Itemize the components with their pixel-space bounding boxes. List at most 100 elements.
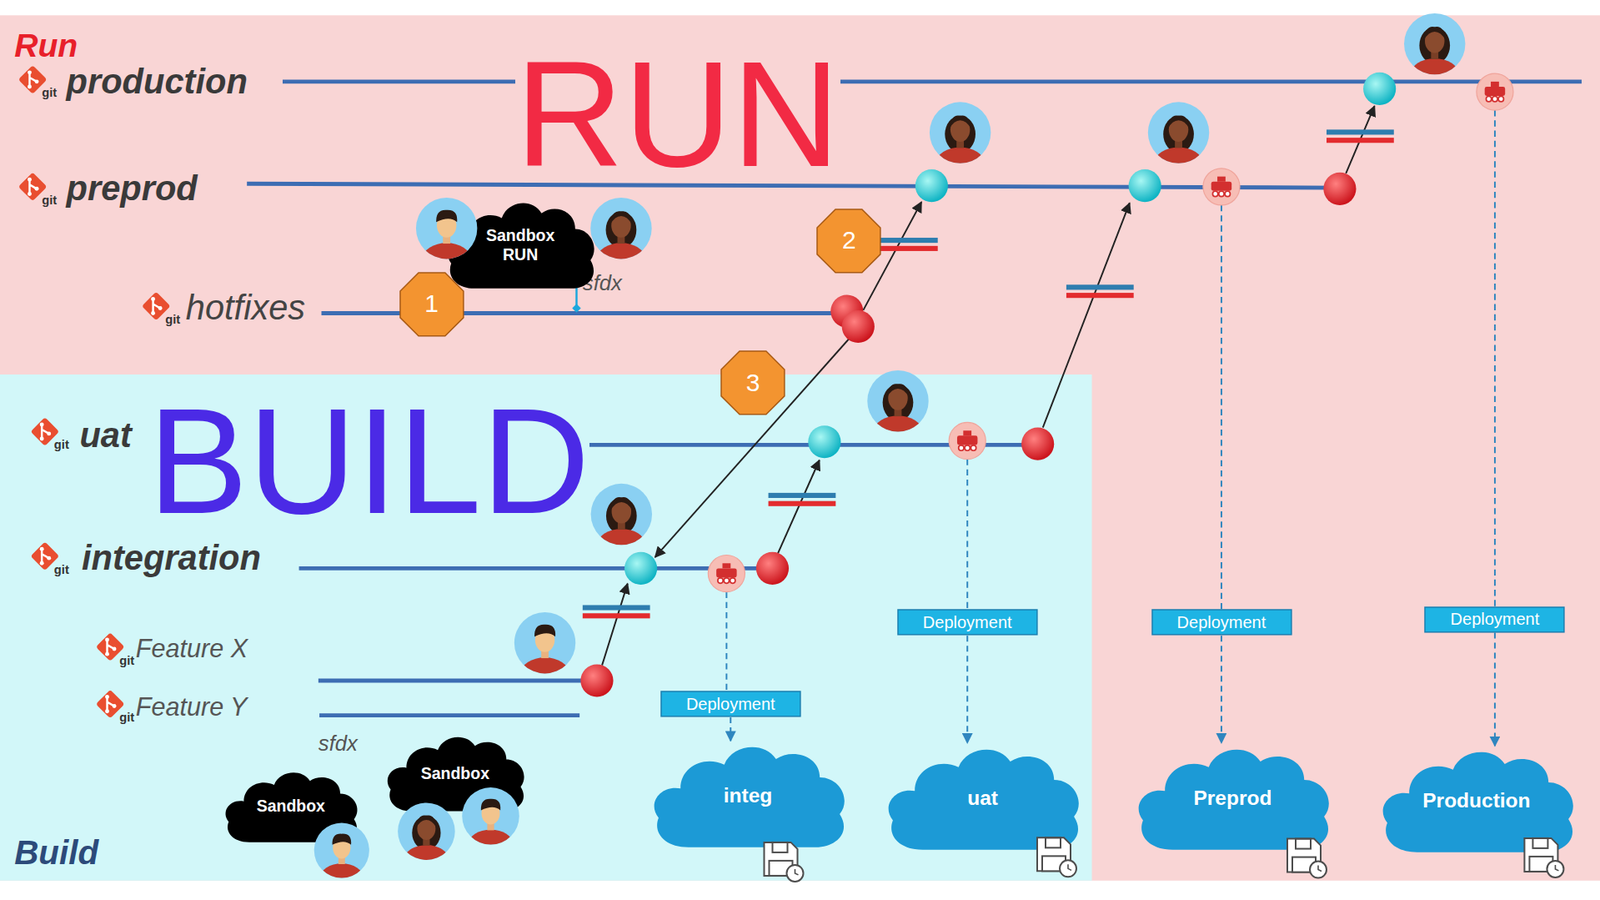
git-glyph-dot [40,436,45,442]
floppy-shutter [772,842,788,853]
ci-robot-icon [1476,73,1514,111]
merge-bar [582,612,651,618]
robot-wheel [958,445,964,451]
hair [1163,115,1194,153]
merge-commit-dot [624,551,658,585]
branch-label: Feature X [135,633,248,663]
merge-commit-dot [915,169,948,202]
robot-wheel [1224,190,1230,196]
git-glyph-dot [40,421,45,427]
merge-bar [1066,292,1134,298]
git-glyph-dot [105,708,110,713]
branch-line [246,183,1337,188]
environment-cloud: integ [648,740,848,851]
deployment-arrow [729,717,732,741]
robot-wheel [717,577,723,583]
avatar-figure [404,815,449,874]
branch-label: integration [81,537,261,578]
sandbox-cloud: Sandbox RUN [443,197,597,292]
node-text: Sandbox [256,796,326,815]
commit-dot [1021,427,1054,461]
fringe [948,115,971,130]
robot-body [1484,86,1505,96]
node-text: 2 [842,225,857,256]
branch-label: sfdx [318,731,358,757]
box-outline [1152,609,1292,635]
robot-head [1490,81,1500,87]
avatar-figure [936,115,984,179]
merge-bar [582,604,651,610]
clock-hands [794,868,798,875]
hair [481,798,501,811]
callout-number: 1 [400,272,464,337]
person-avatar [397,802,456,874]
ci-robot-icon [707,555,745,592]
box-outline [897,609,1038,635]
deployment-arrow [1220,635,1223,743]
git-glyph-dot [27,177,32,182]
git-glyph-dot [158,305,163,311]
robot-body [957,435,978,445]
fringe [887,383,909,397]
sandbox-cloud: Sandbox [383,732,527,814]
fringe [1424,26,1446,41]
git-branch-glyph [107,639,116,654]
robot-wheel [730,577,736,583]
avatar-figure [320,832,364,891]
merge-request-icon [768,492,837,507]
person-avatar [591,483,653,560]
clock-face [1546,860,1564,878]
git-glyph-dot [46,431,51,436]
git-glyph-dot [27,85,32,90]
git-glyph-dot [112,703,117,708]
octagon-outline [817,209,881,273]
sfdx-link-end [571,303,581,312]
git-glyph-dot [40,546,45,552]
git-glyph-dot [105,694,110,699]
sandbox-cloud: Sandbox [221,767,360,845]
callout-number: 2 [817,209,881,273]
hair [332,832,352,844]
environment-cloud: uat [882,742,1083,853]
person-avatar [416,197,477,274]
git-badge: git [119,652,135,668]
fringe [610,496,632,511]
git-glyph-dot [105,652,110,657]
git-glyph-dot [27,191,32,196]
avatar-figure [597,496,646,560]
git-glyph-dot [150,310,156,316]
git-branch-glyph [29,179,37,194]
person-avatar [1148,101,1209,178]
hair [606,496,637,534]
shoulders [422,243,471,275]
clock-hands [1318,864,1322,871]
robot-wheel [1485,95,1491,101]
box-outline [1424,606,1565,632]
watermark-title: BUILD [147,401,590,522]
save-icon [1524,837,1564,878]
clock-face [1059,859,1077,877]
git-badge: git [41,85,57,101]
merge-commit-dot [1363,72,1396,106]
git-glyph-dot [35,186,40,191]
merge-arrow [777,460,820,555]
shoulders [404,844,449,873]
robot-head [722,562,731,568]
deployment-box: Deployment [897,608,1039,636]
deployment-box: Deployment [1151,608,1293,636]
commit-dot [842,310,875,343]
merge-commit-dot [807,425,841,458]
avatar-figure [521,624,569,688]
fringe [416,815,437,828]
merge-arrow [1043,202,1130,427]
git-glyph-dot [40,561,45,566]
person-avatar [867,370,928,447]
branch-label: production [66,61,248,102]
merge-arrow [601,583,628,666]
robot-ground [948,421,986,459]
branch-label: preprod [66,168,198,209]
git-branch-glyph [107,697,116,712]
shoulders [936,147,984,179]
branch-line [318,678,597,683]
git-badge: git [119,710,135,725]
